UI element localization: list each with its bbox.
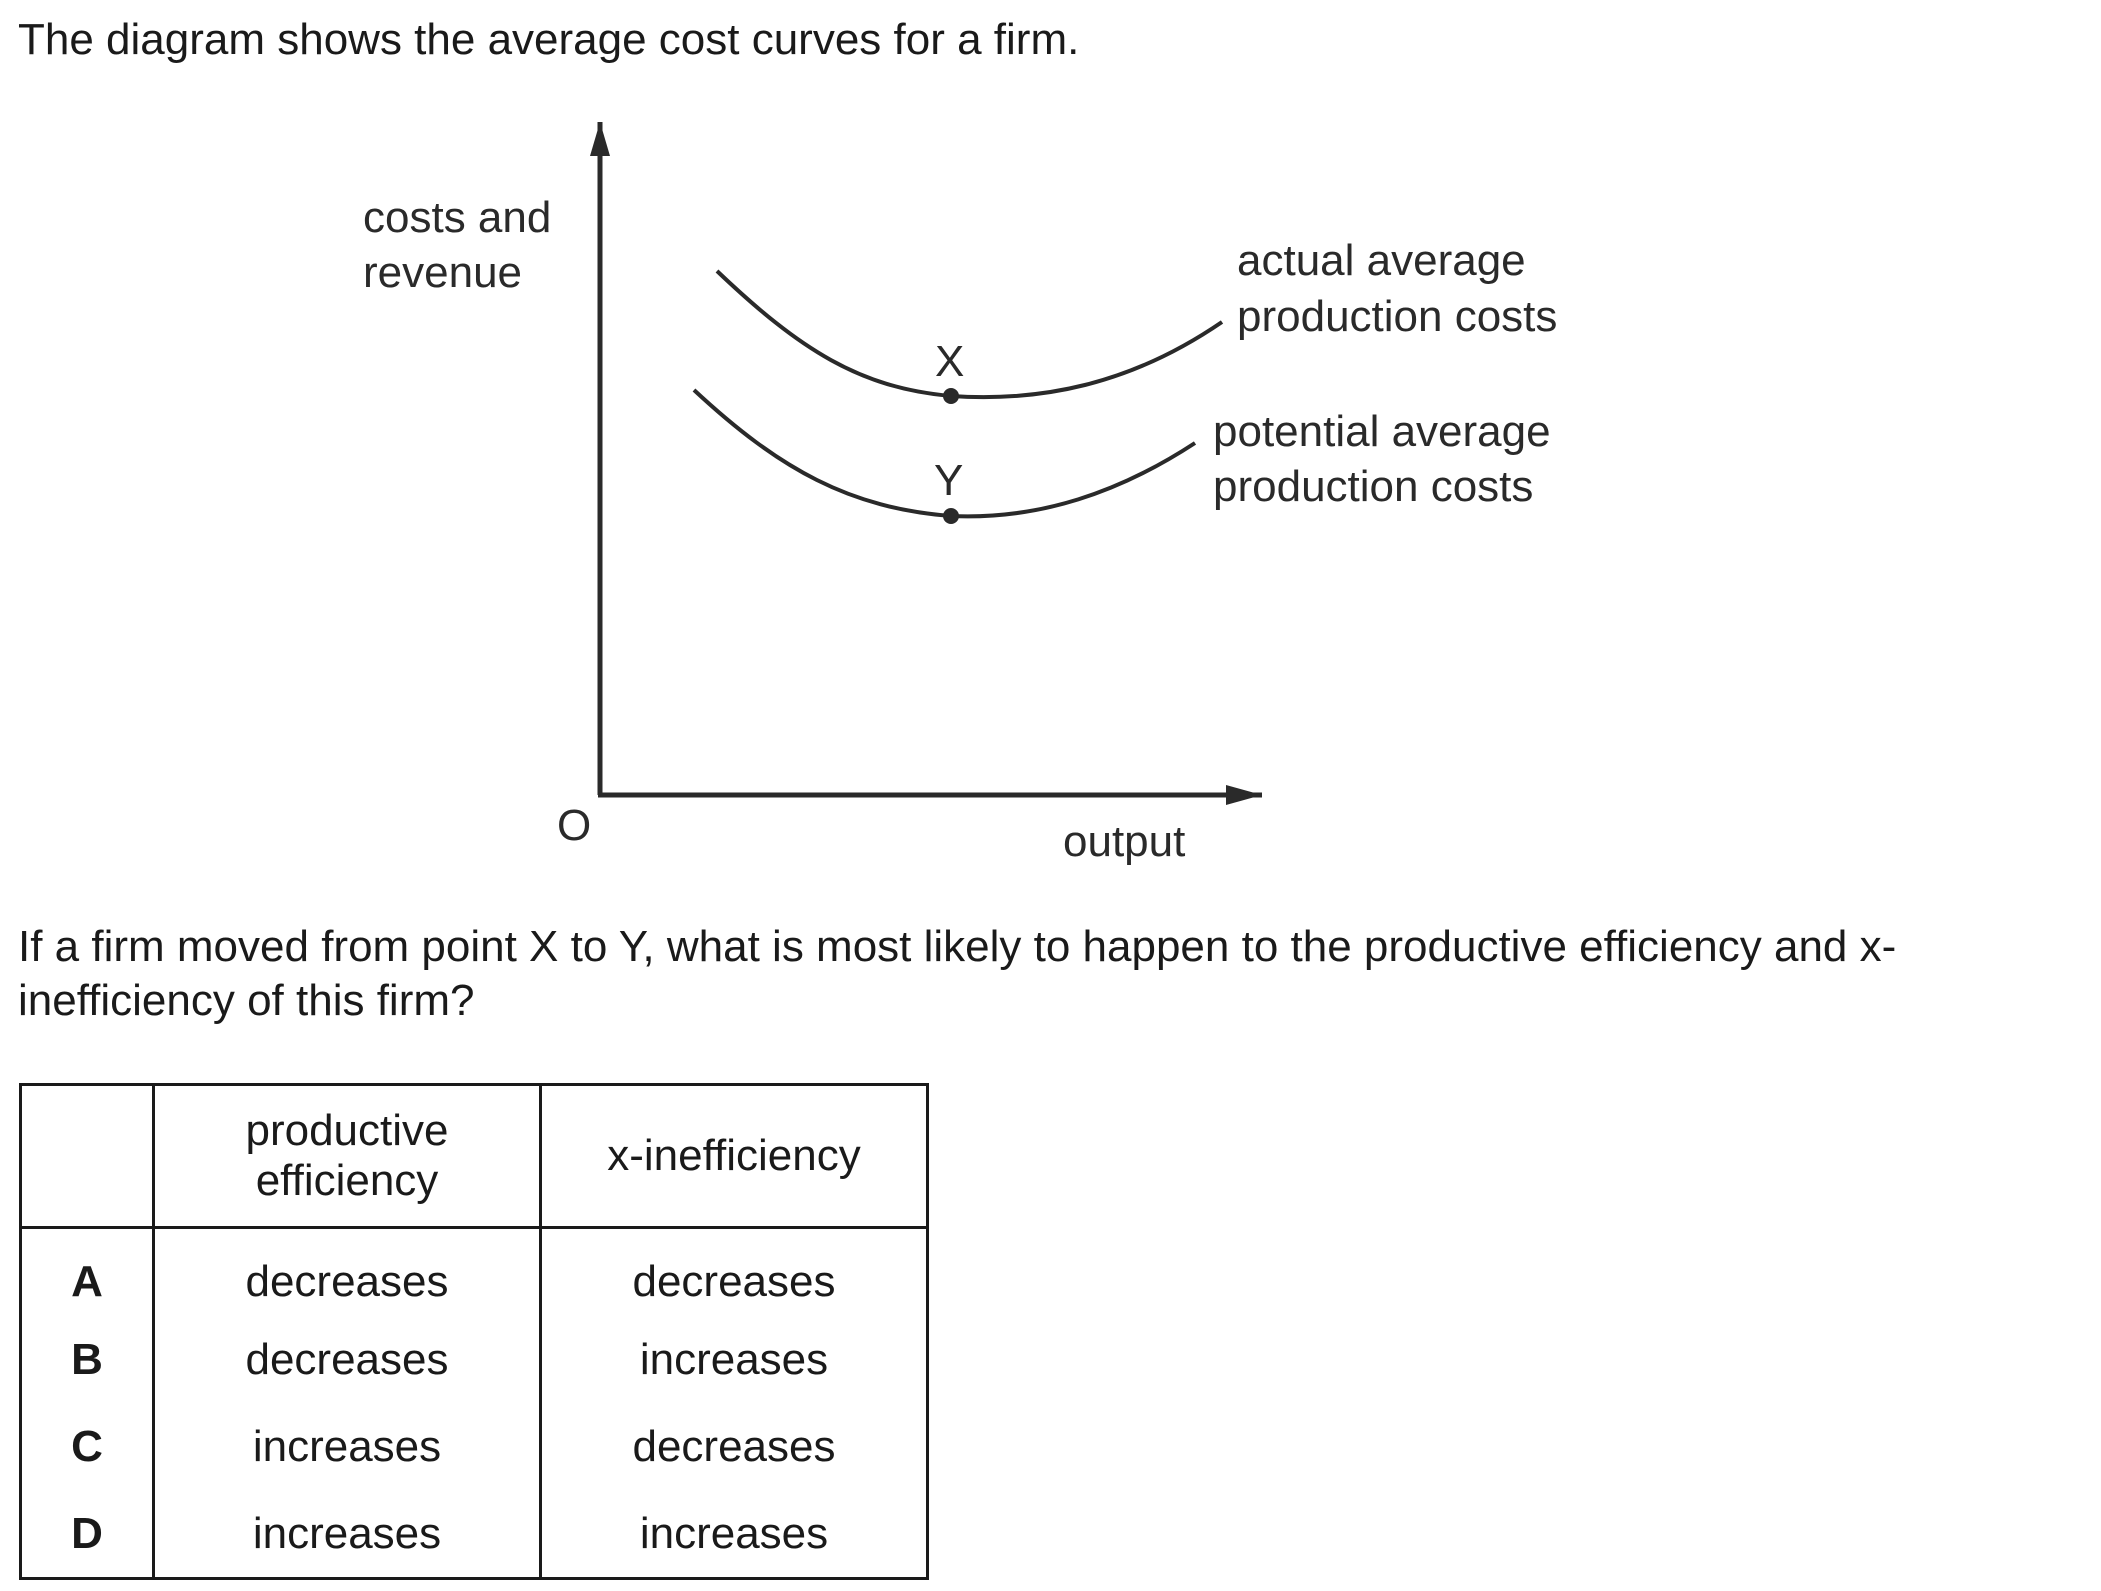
header-productive-efficiency: productive efficiency (152, 1083, 542, 1229)
x-inefficiency-cell: decreases (539, 1227, 929, 1316)
productive-efficiency-cell: decreases (152, 1227, 542, 1316)
point-y-label: Y (934, 456, 963, 505)
origin-label: O (557, 801, 591, 850)
cost-curves-diagram: costs and revenue O output X Y actual av… (363, 122, 1557, 866)
point-x-label: X (935, 337, 964, 386)
point-x-marker (943, 388, 959, 404)
question-text: If a firm moved from point X to Y, what … (18, 922, 1897, 1025)
y-axis-label-line2: revenue (363, 248, 522, 297)
option-letter: C (19, 1403, 155, 1490)
answer-table: productive efficiency x-inefficiency A d… (19, 1083, 929, 1580)
x-inefficiency-cell: increases (539, 1490, 929, 1580)
y-axis-label-line1: costs and (363, 193, 551, 242)
point-y-marker (943, 508, 959, 524)
header-option (19, 1083, 155, 1229)
actual-curve-label-line1: actual average (1237, 236, 1526, 285)
table-row[interactable]: C increases decreases (19, 1403, 929, 1490)
x-inefficiency-cell: decreases (539, 1403, 929, 1490)
potential-curve-label-line1: potential average (1213, 407, 1551, 456)
header-x-inefficiency: x-inefficiency (539, 1083, 929, 1229)
productive-efficiency-cell: increases (152, 1403, 542, 1490)
intro-text: The diagram shows the average cost curve… (18, 15, 1080, 64)
y-axis-arrowhead (590, 122, 610, 156)
x-inefficiency-cell: increases (539, 1316, 929, 1403)
productive-efficiency-cell: increases (152, 1490, 542, 1580)
x-axis-label: output (1063, 817, 1185, 866)
x-axis-arrowhead (1226, 785, 1262, 805)
table-row[interactable]: D increases increases (19, 1490, 929, 1580)
option-letter: D (19, 1490, 155, 1580)
actual-average-cost-curve (715, 269, 1224, 400)
option-letter: B (19, 1316, 155, 1403)
table-header-row: productive efficiency x-inefficiency (19, 1083, 929, 1229)
table-row[interactable]: A decreases decreases (19, 1227, 929, 1316)
table-row[interactable]: B decreases increases (19, 1316, 929, 1403)
potential-curve-label-line2: production costs (1213, 462, 1533, 511)
option-letter: A (19, 1227, 155, 1316)
actual-curve-label-line2: production costs (1237, 292, 1557, 341)
productive-efficiency-cell: decreases (152, 1316, 542, 1403)
